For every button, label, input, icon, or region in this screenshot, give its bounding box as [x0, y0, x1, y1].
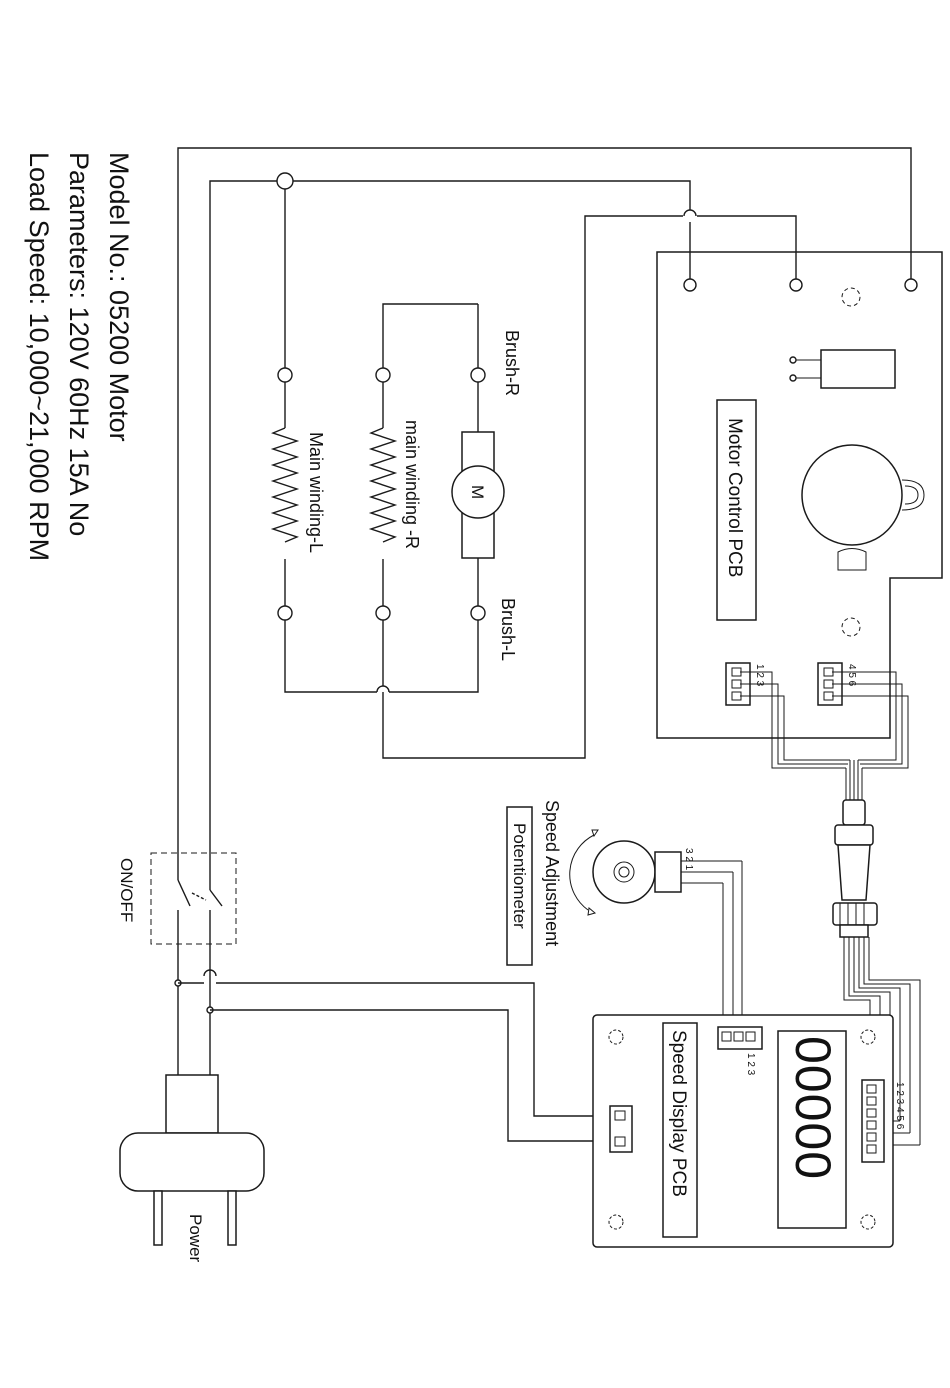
model-number: Model No.: 05200 Motor [104, 152, 134, 442]
motor-control-pcb: Motor Control PCB 1 2 3 4 5 6 [657, 252, 942, 738]
motor-pcb-label: Motor Control PCB [724, 418, 745, 577]
power-plug: Power [120, 1075, 264, 1263]
winding-l-label: Main winding-L [306, 432, 326, 553]
motor-pcb-connector-a-pins: 1 2 3 [754, 664, 765, 687]
parameters: Parameters: 120V 60Hz 15A No [64, 152, 94, 536]
potentiometer-pins: 3 2 1 [683, 848, 694, 871]
header: Model No.: 05200 Motor Parameters: 120V … [24, 152, 134, 561]
speed-pcb-label: Speed Display PCB [668, 1030, 689, 1197]
potentiometer-title: Speed Adjustment [542, 800, 562, 946]
motor-pcb-connector-b-pins: 4 5 6 [846, 664, 857, 687]
main-connector-pins: 1 2 3 4 5 6 [894, 1082, 905, 1130]
load-speed: Load Speed: 10,000~21,000 RPM [24, 152, 54, 561]
power-label: Power [186, 1214, 205, 1263]
on-off-switch: ON/OFF [117, 853, 236, 1075]
speed-display-pcb: 00000 Speed Display PCB 1 2 3 1 2 3 4 5 … [593, 1015, 905, 1247]
brush-r-label: Brush-R [502, 330, 522, 396]
power-feed-wires [175, 980, 610, 1141]
pot-connector-pins: 1 2 3 [745, 1053, 756, 1076]
brush-l-label: Brush-L [498, 598, 518, 661]
potentiometer-label: Potentiometer [510, 823, 529, 929]
switch-label: ON/OFF [117, 858, 136, 922]
motor-symbol: M [468, 485, 487, 499]
display-readout: 00000 [785, 1036, 841, 1180]
potentiometer: 3 2 1 Speed Adjustment Potentiometer [507, 800, 742, 1027]
winding-r-label: main winding -R [402, 420, 422, 549]
